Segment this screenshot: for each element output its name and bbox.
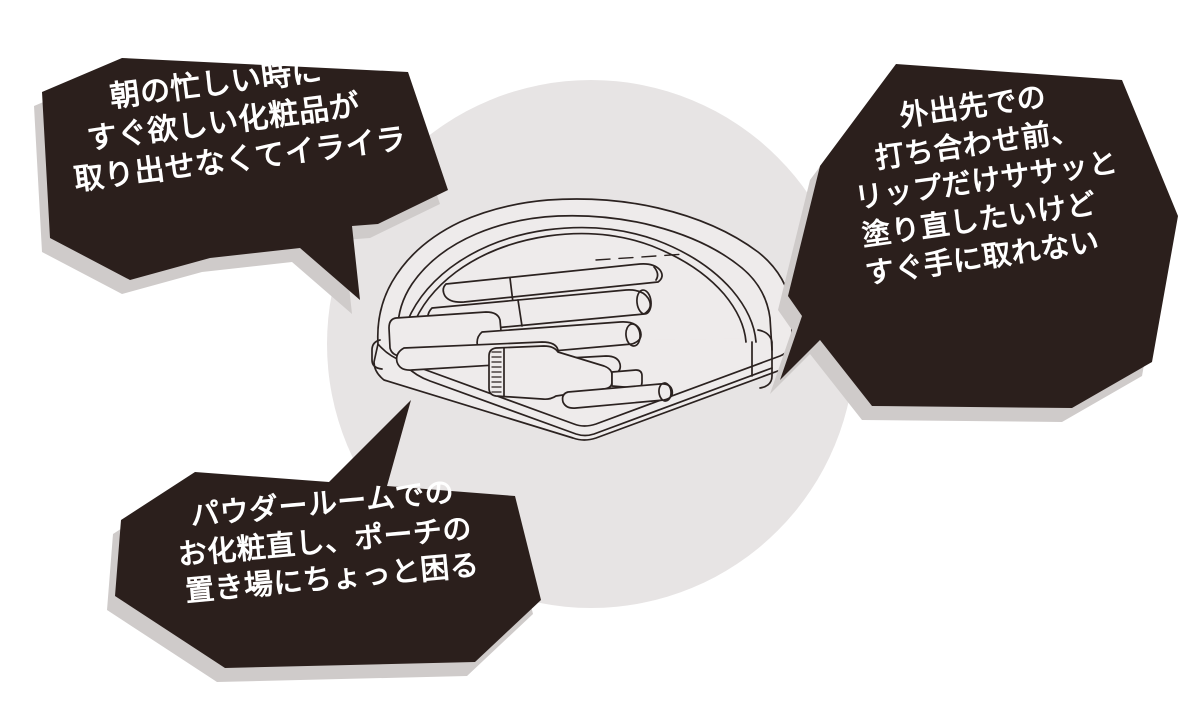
open-cosmetic-pouch-illustration — [368, 190, 798, 450]
speech-bubble-powder-room: パウダールームでの お化粧直し、ポーチの 置き場にちょっと困る — [95, 400, 555, 726]
bubble-outing-text: 外出先での 打ち合わせ前、 リップだけササッと 塗り直したいけど すぐ手に取れな… — [838, 70, 1131, 294]
bubble-body — [115, 400, 541, 668]
speech-bubble-outing-lip-touchup: 外出先での 打ち合わせ前、 リップだけササッと 塗り直したいけど すぐ手に取れな… — [760, 40, 1200, 460]
bubble-body — [780, 64, 1178, 408]
speech-bubble-morning-rush: 朝の忙しい時に すぐ欲しい化粧品が 取り出せなくてイライラ — [0, 0, 470, 360]
bubble-body — [42, 58, 448, 300]
